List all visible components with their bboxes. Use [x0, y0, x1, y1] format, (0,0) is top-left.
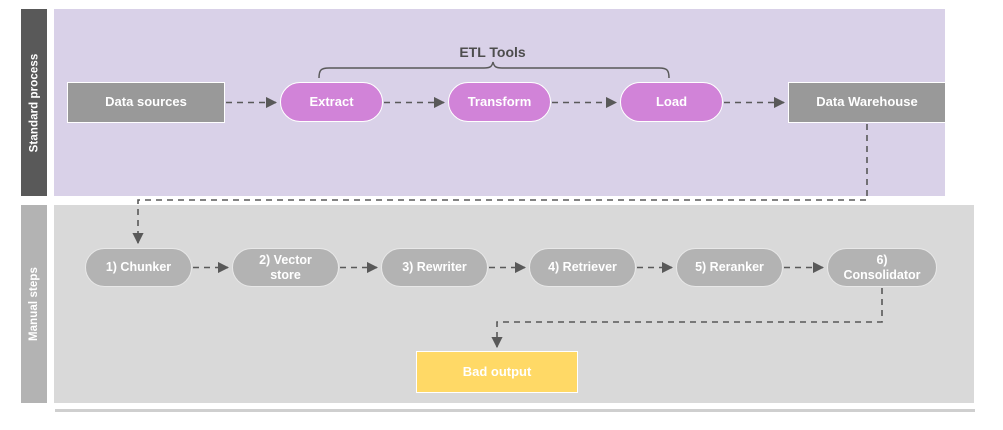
- node-label-extract: Extract: [309, 93, 354, 109]
- lane-header-standard-process: Standard process: [20, 8, 48, 197]
- node-label-vector-store: 2) Vector store: [259, 253, 312, 282]
- node-label-vector-store-line2: store: [270, 267, 301, 282]
- lane-label-standard-process: Standard process: [28, 53, 40, 152]
- node-label-load: Load: [655, 93, 688, 109]
- lane-label-manual-steps: Manual steps: [28, 266, 40, 342]
- node-label-bad-output: Bad output: [462, 363, 532, 379]
- node-label-vector-store-line1: 2) Vector: [259, 253, 312, 268]
- node-data-sources[interactable]: Data sources: [67, 82, 225, 123]
- node-label-consolidator-line1: 6): [876, 253, 888, 268]
- node-label-consolidator: 6) Consolidator: [843, 253, 920, 282]
- node-reranker[interactable]: 5) Reranker: [676, 248, 783, 287]
- node-label-data-warehouse: Data Warehouse: [816, 94, 918, 110]
- node-bad-output[interactable]: Bad output: [416, 351, 578, 393]
- node-consolidator[interactable]: 6) Consolidator: [827, 248, 937, 287]
- node-chunker[interactable]: 1) Chunker: [85, 248, 192, 287]
- bottom-divider-rule: [55, 409, 975, 412]
- node-load[interactable]: Load: [620, 82, 723, 122]
- node-label-retriever: 4) Retriever: [548, 260, 617, 275]
- node-label-reranker: 5) Reranker: [695, 260, 764, 275]
- node-vector-store[interactable]: 2) Vector store: [232, 248, 339, 287]
- node-label-chunker: 1) Chunker: [105, 260, 172, 275]
- node-label-transform: Transform: [467, 93, 532, 109]
- node-retriever[interactable]: 4) Retriever: [529, 248, 636, 287]
- node-data-warehouse[interactable]: Data Warehouse: [788, 82, 946, 123]
- node-label-data-sources: Data sources: [105, 94, 187, 110]
- node-transform[interactable]: Transform: [448, 82, 551, 122]
- node-extract[interactable]: Extract: [280, 82, 383, 122]
- node-rewriter[interactable]: 3) Rewriter: [381, 248, 488, 287]
- node-label-consolidator-line2: Consolidator: [843, 267, 921, 282]
- node-label-rewriter: 3) Rewriter: [402, 260, 467, 275]
- lane-header-manual-steps: Manual steps: [20, 204, 48, 404]
